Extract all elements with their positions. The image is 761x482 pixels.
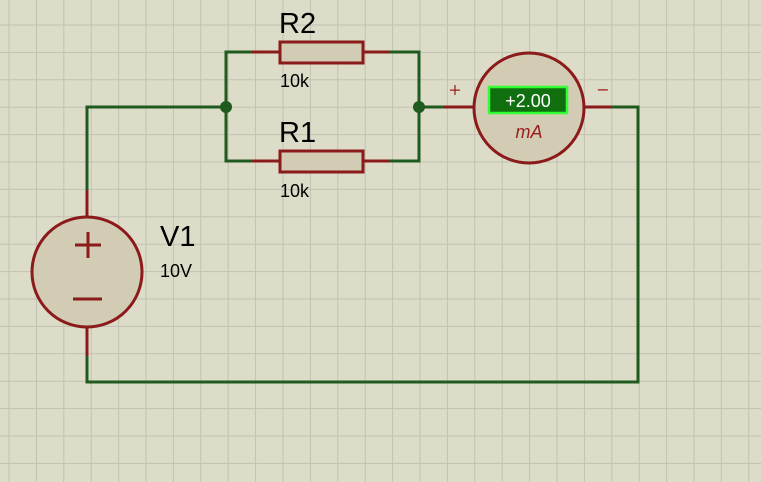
junction-dot-left (220, 101, 232, 113)
r2-ref-label: R2 (279, 8, 316, 40)
wires (85, 50, 640, 384)
v1-ref-label: V1 (160, 221, 195, 253)
resistor-r1[interactable] (252, 149, 390, 174)
wire-source-to-node-left (85, 105, 228, 192)
resistor-r2[interactable] (252, 40, 390, 65)
ammeter-unit-label: mA (516, 122, 543, 142)
wire-r1-right (388, 105, 421, 163)
ammeter-reading: +2.00 (505, 91, 551, 111)
source-plus-symbol (75, 232, 101, 258)
r1-value-label: 10k (280, 181, 310, 201)
voltage-source-v1[interactable] (30, 190, 144, 356)
ammeter-plus-terminal: + (448, 80, 461, 99)
junction-dot-right (413, 101, 425, 113)
r1-ref-label: R1 (279, 117, 316, 149)
ammeter-display (487, 85, 569, 115)
v1-value-label: 10V (160, 261, 192, 281)
wire-r1-left (224, 105, 254, 163)
ammeter[interactable] (444, 51, 611, 165)
wire-r2-left (224, 50, 254, 109)
r2-value-label: 10k (280, 71, 310, 91)
wire-ammeter-return (85, 105, 640, 384)
ammeter-minus-terminal: − (596, 80, 609, 99)
wire-r2-right (388, 50, 421, 109)
